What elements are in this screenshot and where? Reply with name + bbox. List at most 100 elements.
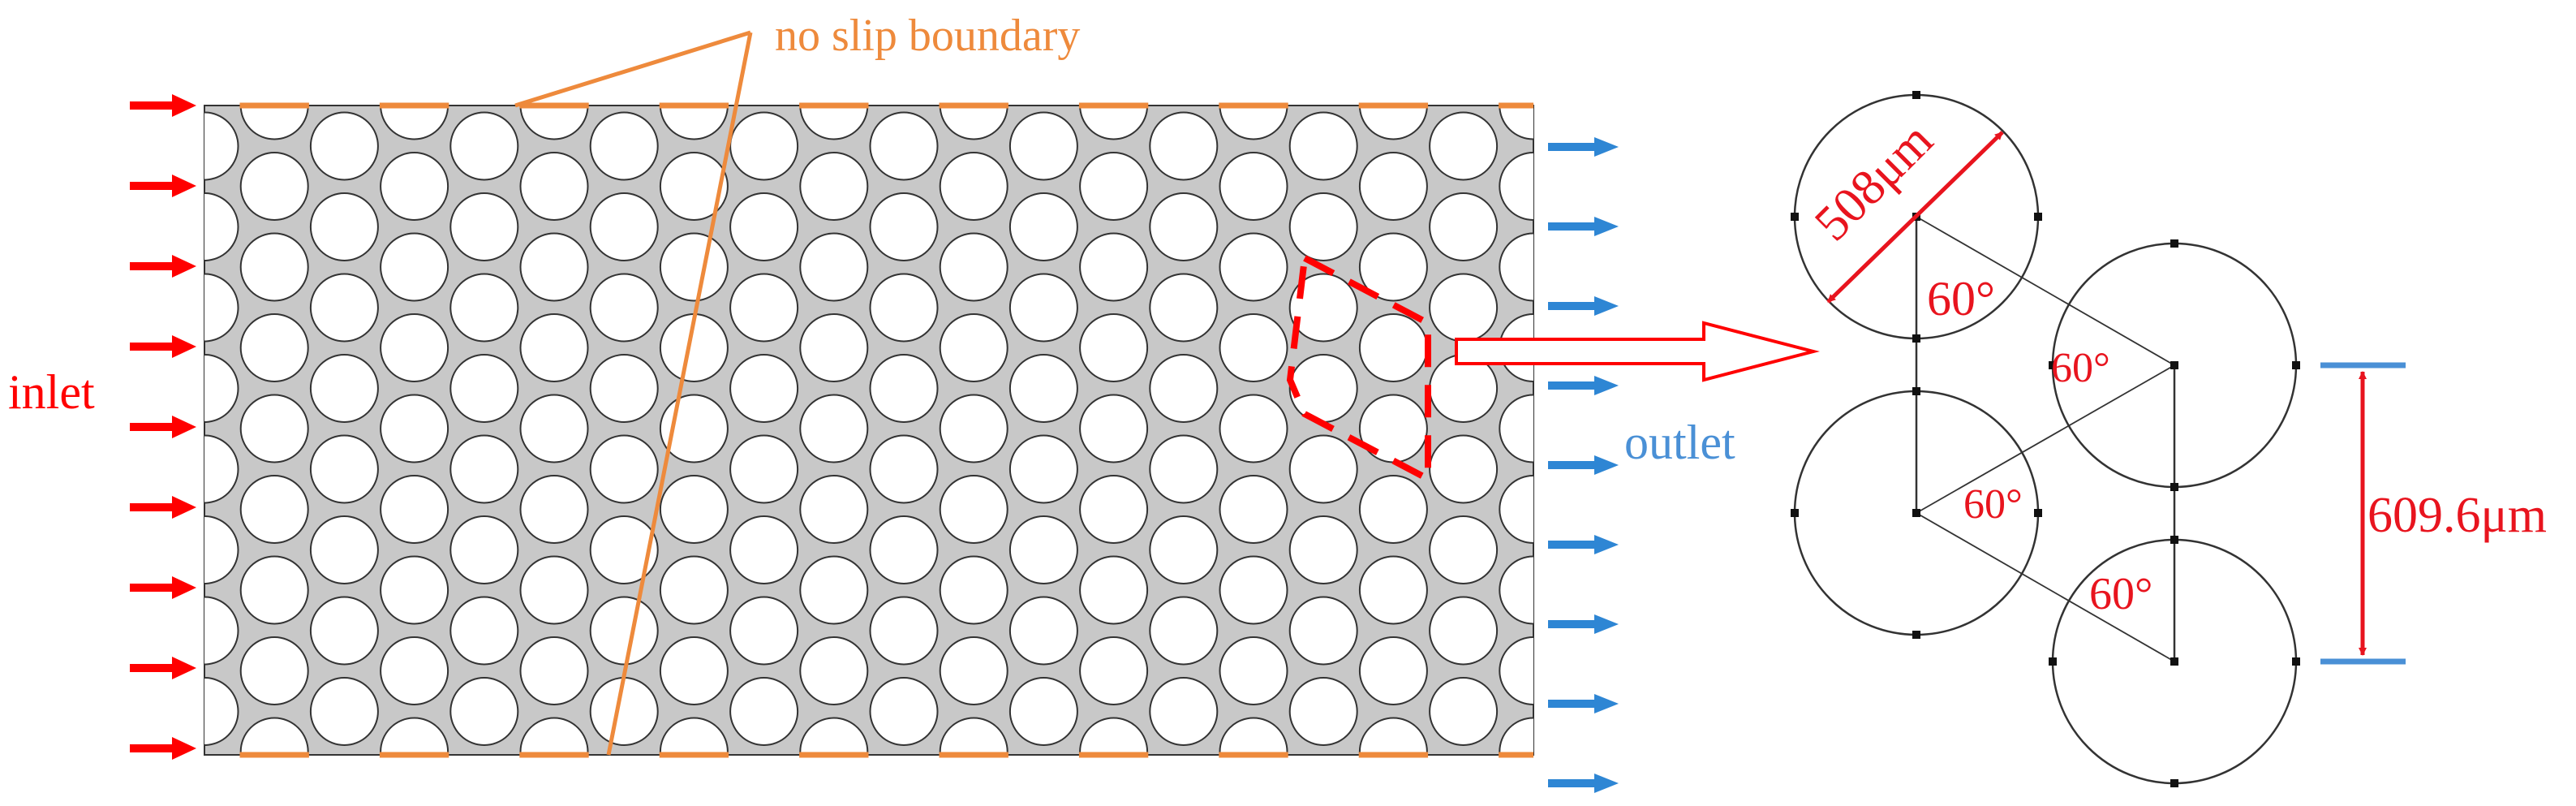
pore [1288,515,1358,584]
pore [1358,313,1428,382]
pore [589,434,659,504]
pore [871,759,938,806]
pore [519,636,589,705]
center-line-diagonal-3 [1916,512,2175,662]
pore [1079,313,1149,382]
pore [589,192,659,261]
pore [1079,475,1149,544]
pore [1358,475,1428,544]
pore [239,313,309,382]
pore [239,106,309,140]
pore [239,232,309,302]
angle-label-3: 60° [1963,481,2023,528]
pore [1219,106,1288,140]
pore [1149,354,1219,423]
pore [1429,596,1499,666]
pore [1079,394,1149,463]
pore [239,394,309,463]
pore [450,759,518,806]
pore [1079,232,1149,302]
pore [939,232,1008,302]
diameter-dimension-arrow [1826,131,2004,304]
detail-marker [2170,779,2178,787]
pore [869,434,939,504]
pore [729,677,799,746]
pore [730,759,798,806]
pore [659,152,729,221]
unit-cell-detail: 508μm 60° 60° 60° 60° 609.6μm [1791,91,2547,787]
callout-arrow [1455,321,1820,382]
pore [1429,434,1499,504]
pore [380,394,449,463]
pore [659,475,729,544]
pore [1358,106,1428,140]
outlet-arrow [1548,376,1619,395]
pore [309,273,379,343]
pore [309,434,379,504]
pore [204,111,239,181]
pore [449,192,519,261]
pore [799,394,869,463]
pore [729,434,799,504]
pore [729,515,799,584]
inlet-arrows [130,94,196,760]
pore [1429,677,1499,746]
pore [1219,717,1288,755]
pore [1288,354,1358,423]
pore [659,232,729,302]
inlet-arrow [130,657,196,679]
outlet-arrow [1548,137,1619,157]
pore [1290,759,1357,806]
pore [659,394,729,463]
pore [239,555,309,625]
outlet-label: outlet [1624,416,1735,469]
diameter-label: 508μm [1804,112,1943,251]
pore [1008,192,1078,261]
pore [869,354,939,423]
inlet-arrow [130,737,196,760]
pore [1079,152,1149,221]
pore [659,636,729,705]
pore [659,717,729,755]
pore [1429,515,1499,584]
detail-marker [2170,239,2178,248]
inlet-arrow [130,94,196,117]
outlet-arrow [1548,217,1619,236]
pore [309,596,379,666]
detail-marker [1912,91,1920,99]
detail-marker [2292,657,2300,666]
pore [204,273,239,343]
pore [204,515,239,584]
pore [1288,434,1358,504]
pore [204,677,239,746]
pore [1358,717,1428,755]
pore [380,152,449,221]
detail-marker [2170,536,2178,544]
pore [589,596,659,666]
pore [1008,354,1078,423]
inlet-label: inlet [8,365,95,419]
pore [239,717,309,755]
pore [449,515,519,584]
pore [449,677,519,746]
outlet-arrow [1548,455,1619,475]
pore [1499,555,1533,625]
pore [519,475,589,544]
pore [1219,232,1288,302]
pore [171,759,239,806]
pore [799,555,869,625]
pore [380,555,449,625]
pore [519,394,589,463]
detail-marker [2170,657,2178,666]
pore [869,677,939,746]
angle-label-1: 60° [1927,272,1995,325]
inlet-arrow [130,496,196,519]
pore [380,232,449,302]
pore [1010,759,1077,806]
pore [939,313,1008,382]
pore [1149,515,1219,584]
pore [204,354,239,423]
pore [589,354,659,423]
pore [729,596,799,666]
